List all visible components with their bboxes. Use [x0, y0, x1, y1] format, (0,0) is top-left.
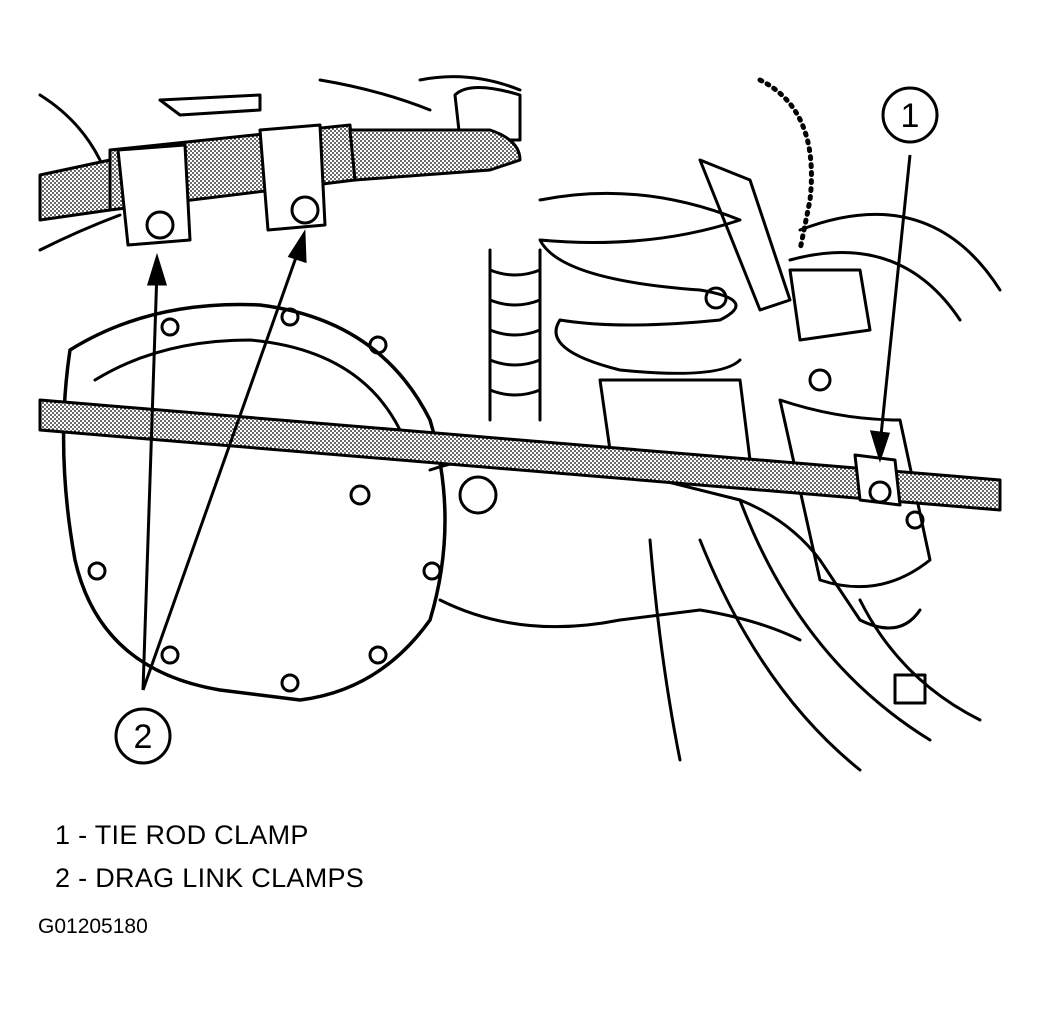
callout-1: 1	[881, 86, 939, 144]
front-suspension-illustration: 1 2	[38, 75, 1002, 772]
wire-harness	[757, 77, 814, 253]
drag-link-end	[348, 128, 522, 182]
legend-item-tie-rod-clamp: 1 - TIE ROD CLAMP	[55, 820, 309, 851]
leader-arrow-2a	[146, 252, 168, 286]
tie-rod-tube	[38, 398, 1002, 512]
shock-boot	[488, 268, 542, 397]
legend-separator: -	[78, 863, 88, 893]
wheel-outline-lower	[698, 498, 932, 772]
legend-number: 2	[55, 863, 71, 893]
callout-2-number: 2	[134, 718, 153, 756]
legend-number: 1	[55, 820, 71, 850]
callout-1-number: 1	[901, 97, 920, 135]
legend-label: DRAG LINK CLAMPS	[95, 863, 365, 893]
shock-top	[453, 86, 522, 142]
differential-cover	[61, 302, 447, 702]
axle-vertical	[648, 538, 682, 762]
upper-hose	[318, 75, 522, 112]
legend-item-drag-link-clamps: 2 - DRAG LINK CLAMPS	[55, 863, 364, 894]
steering-knuckle	[778, 268, 932, 589]
leader-arrow-2b	[287, 229, 307, 264]
axle-housing-lower	[438, 598, 802, 642]
leader-arrow-1	[869, 430, 891, 463]
stabilizer-link	[698, 158, 792, 312]
upper-bracket	[158, 93, 262, 117]
leader-line-1	[878, 154, 912, 446]
differential-cover-inner	[93, 338, 402, 432]
coil-spring	[538, 191, 742, 375]
callout-2: 2	[114, 707, 172, 765]
shock-body	[488, 248, 542, 422]
wheel-outline	[788, 212, 1002, 722]
leader-line-2b	[141, 245, 302, 691]
leader-line-2a	[141, 269, 159, 691]
legend-label: TIE ROD CLAMP	[94, 820, 309, 850]
legend-separator: -	[78, 820, 88, 850]
drag-link-tube	[38, 158, 112, 222]
left-frame-outline	[38, 93, 122, 252]
figure-id: G01205180	[38, 915, 148, 938]
